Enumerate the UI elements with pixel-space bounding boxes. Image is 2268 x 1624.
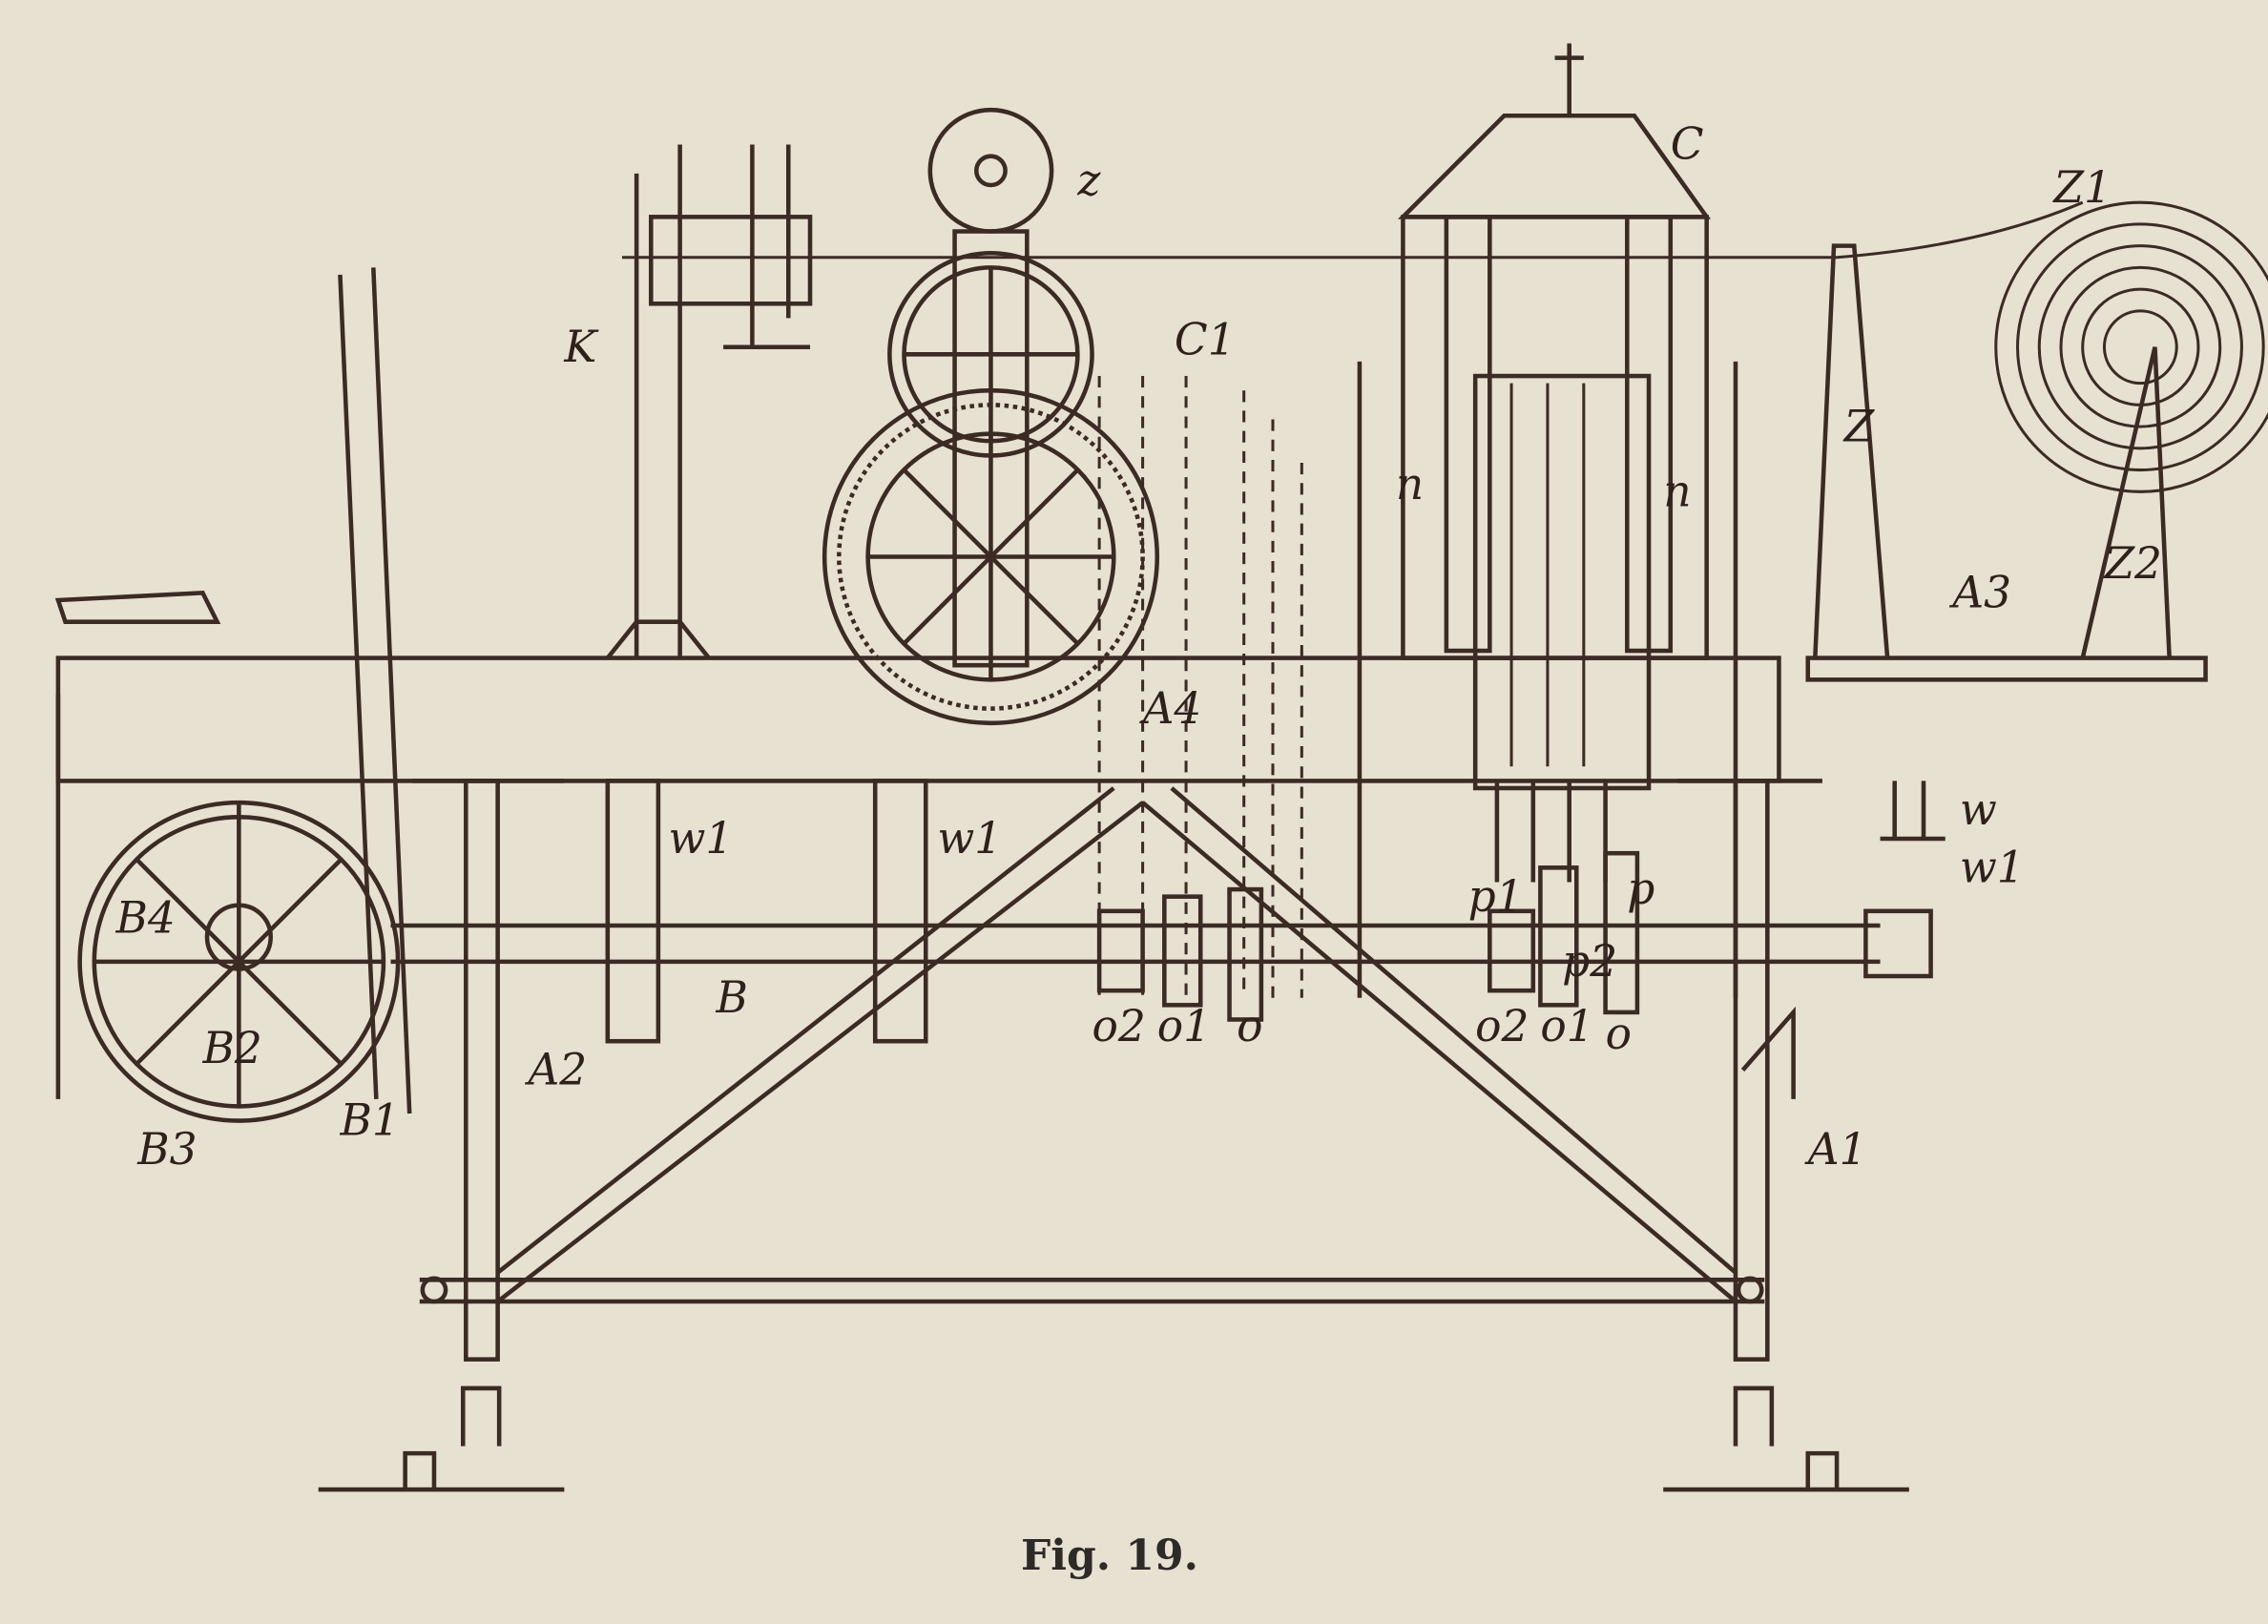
label-w: w (1960, 784, 1997, 835)
figure-caption: Fig. 19. (1021, 1531, 1198, 1580)
label-K: K (563, 322, 599, 372)
label-A2: A2 (524, 1045, 587, 1095)
leg-left (464, 779, 500, 1362)
main-shaft (390, 923, 1881, 965)
frame (54, 43, 2268, 1492)
label-Z: Z (1842, 401, 1876, 451)
part-labels: K z C C1 Z1 Z Z2 A3 A4 w w1 w1 w1 B4 B A… (115, 119, 2162, 1175)
label-B1: B1 (339, 1095, 399, 1146)
label-o-left: o (1237, 1001, 1262, 1051)
label-w1-middle: w1 (937, 813, 1002, 864)
label-p2: p2 (1562, 936, 1617, 987)
thread (621, 200, 2084, 260)
label-A1: A1 (1804, 1124, 1867, 1175)
label-B4: B4 (115, 893, 176, 944)
label-p1: p1 (1468, 871, 1524, 922)
gear-wheel (822, 387, 1160, 726)
label-w1-right: w1 (1960, 843, 2025, 893)
label-C1: C1 (1175, 314, 1236, 364)
label-B: B (715, 972, 747, 1023)
small-handwheel (927, 107, 1054, 234)
label-o2-right: o2 (1475, 1001, 1529, 1051)
label-z: z (1076, 156, 1101, 206)
label-A4: A4 (1139, 683, 1202, 734)
label-n-left: n (1396, 459, 1424, 510)
label-o2-left: o2 (1092, 1001, 1146, 1051)
tie-rod (419, 1278, 1765, 1304)
press-head (1397, 113, 1712, 219)
label-B3: B3 (136, 1124, 197, 1175)
label-o-right: o (1606, 1009, 1632, 1059)
label-n-right: n (1663, 466, 1691, 516)
label-Z1: Z1 (2051, 162, 2112, 213)
belt (55, 267, 412, 1114)
label-B2: B2 (201, 1023, 261, 1073)
main-beam (55, 656, 1781, 783)
label-p: p (1627, 864, 1654, 914)
label-w1-left: w1 (668, 813, 733, 864)
leg-right (1733, 779, 1770, 1362)
label-o1-left: o1 (1157, 1001, 1211, 1051)
label-Z2: Z2 (2102, 538, 2162, 589)
label-C: C (1671, 119, 1704, 170)
bench-plate (1805, 656, 2208, 682)
diagonal-braces (496, 786, 1737, 1303)
label-A3: A3 (1948, 568, 2011, 618)
label-o1-right: o1 (1540, 1001, 1593, 1051)
lever-handle (54, 591, 221, 624)
